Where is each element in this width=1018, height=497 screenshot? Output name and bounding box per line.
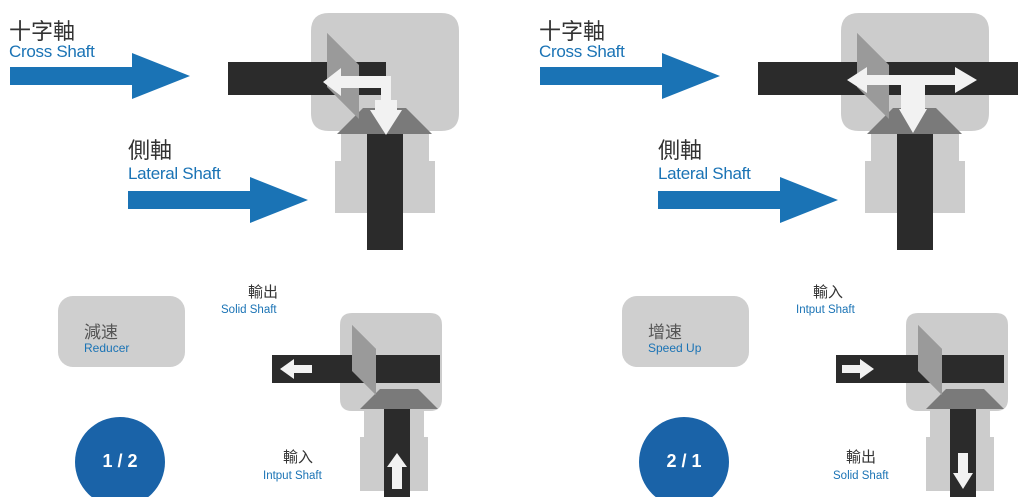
left-output-en: Solid Shaft <box>221 304 277 316</box>
left-input-arrow <box>387 453 407 489</box>
right-white-flow-arrow <box>847 67 977 133</box>
left-input-en: Intput Shaft <box>263 470 322 482</box>
left-ratio-circle <box>75 417 165 497</box>
right-output-zh: 輸出 <box>846 448 877 466</box>
right-blue-arrow-lateral <box>658 177 838 223</box>
right-input-en: Intput Shaft <box>796 304 855 316</box>
right-input-zh: 輸入 <box>813 283 844 301</box>
right-ratio-label: 2 / 1 <box>666 451 702 471</box>
right-lateral-shaft-en: Lateral Shaft <box>658 164 751 183</box>
left-ratio-label: 1 / 2 <box>102 451 138 471</box>
right-cross-shaft-en: Cross Shaft <box>539 42 625 61</box>
left-blue-arrow-lateral <box>128 177 308 223</box>
left-output-zh: 輸出 <box>248 283 279 301</box>
left-lateral-shaft-en: Lateral Shaft <box>128 164 221 183</box>
right-mode-box <box>622 296 749 367</box>
right-output-en: Solid Shaft <box>833 470 889 482</box>
left-mode-zh: 減速 <box>84 323 118 342</box>
right-big-gearbox <box>758 13 1018 250</box>
right-input-arrow <box>842 359 874 379</box>
left-mode-en: Reducer <box>84 341 130 355</box>
left-mode-box <box>58 296 185 367</box>
right-mode-zh: 增速 <box>648 323 682 342</box>
right-ratio-circle <box>639 417 729 497</box>
right-output-arrow <box>953 453 973 489</box>
left-input-zh: 輸入 <box>283 448 314 466</box>
right-cross-shaft-zh: 十字軸 <box>539 20 606 45</box>
right-lateral-shaft-zh: 側軸 <box>658 139 703 164</box>
left-big-gearbox <box>228 13 459 250</box>
left-output-arrow <box>280 359 312 379</box>
right-mode-en: Speed Up <box>648 341 702 355</box>
left-white-flow-arrow <box>323 68 402 135</box>
left-small-gearbox <box>272 313 442 497</box>
left-lateral-shaft-zh: 側軸 <box>128 139 173 164</box>
right-blue-arrow-cross <box>540 53 720 99</box>
left-cross-shaft-zh: 十字軸 <box>9 20 76 45</box>
left-blue-arrow-cross <box>10 53 190 99</box>
left-cross-shaft-en: Cross Shaft <box>9 42 95 61</box>
right-small-gearbox <box>836 313 1008 497</box>
